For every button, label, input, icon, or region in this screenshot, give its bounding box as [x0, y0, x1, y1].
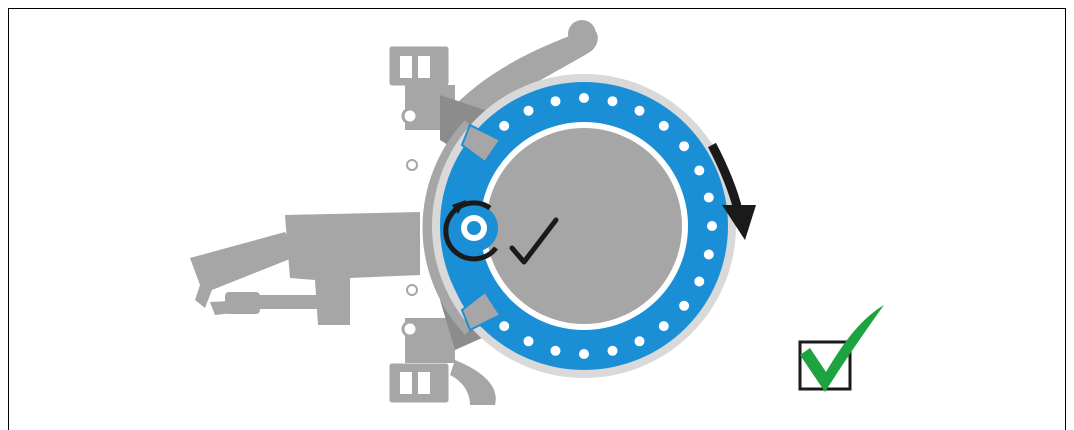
- blade-tooth: [579, 93, 589, 103]
- blade-tooth: [499, 321, 510, 332]
- figure-frame: [8, 8, 1066, 430]
- blade-tooth: [550, 345, 561, 356]
- blade-tooth: [703, 192, 714, 203]
- blade-tooth: [694, 276, 705, 287]
- blade-guard: [422, 120, 476, 335]
- blade-tooth: [679, 300, 690, 311]
- flange: [443, 125, 500, 330]
- motor-body: [190, 212, 420, 325]
- blade-tooth: [707, 221, 717, 231]
- blade-tooth: [579, 349, 589, 359]
- blade-tooth: [658, 120, 669, 131]
- blade-rotation-arrow-icon: [708, 142, 756, 240]
- blade-tooth: [694, 165, 705, 176]
- blade-tooth: [679, 141, 690, 152]
- spindle-rotation-icon: [443, 200, 498, 262]
- blade-tooth: [607, 345, 618, 356]
- blade-tooth: [658, 321, 669, 332]
- saw-blade: [432, 74, 736, 378]
- blade-tooth: [499, 120, 510, 131]
- small-check-icon: [509, 217, 559, 265]
- blade-tooth: [550, 96, 561, 107]
- blade-tooth: [703, 249, 714, 260]
- green-check-icon: [800, 305, 884, 392]
- blade-tooth: [523, 336, 534, 347]
- blade-tooth: [634, 336, 645, 347]
- blade-tooth: [523, 105, 534, 116]
- top-handle: [455, 20, 598, 126]
- blade-tooth: [634, 105, 645, 116]
- blade-tooth: [607, 96, 618, 107]
